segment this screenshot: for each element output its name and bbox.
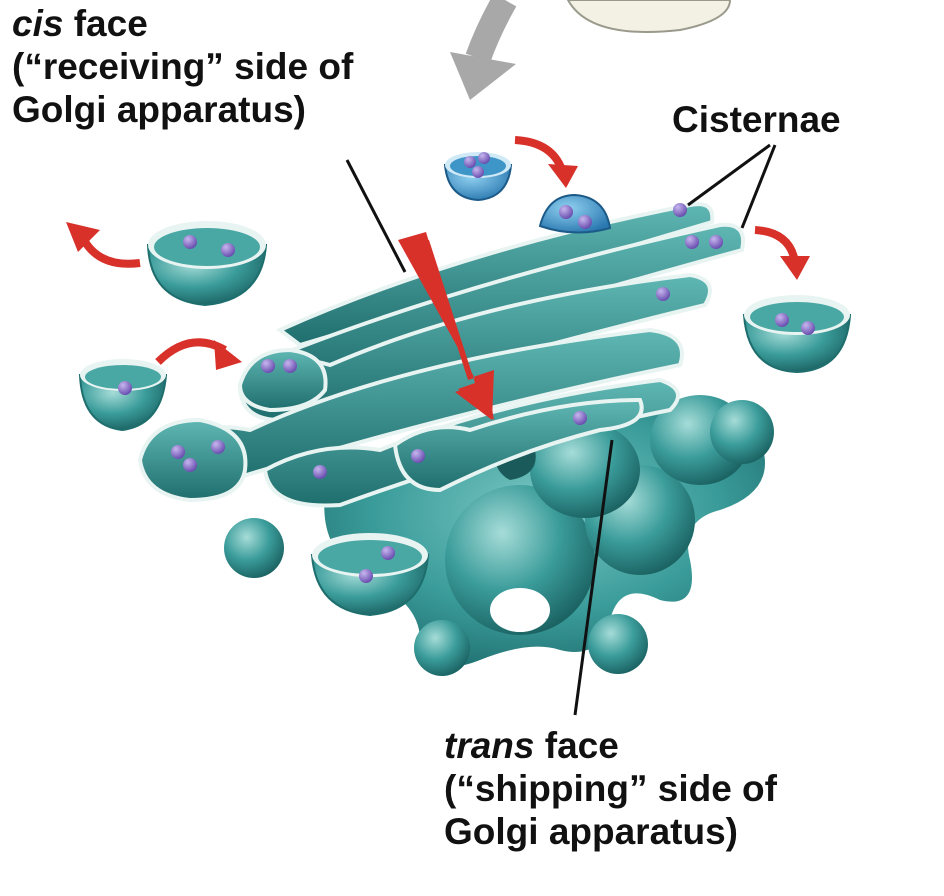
curved-red-arrow-icon [155, 338, 242, 370]
small-vesicle [414, 620, 470, 676]
cis-organelle: Golgi apparatus) [12, 89, 306, 130]
fusing-vesicle [538, 193, 612, 234]
curved-gray-arrow-icon [450, 0, 517, 100]
small-vesicle [588, 614, 648, 674]
trans-leader-line [573, 439, 614, 716]
cargo-proteins [118, 152, 815, 583]
cis-face-word: face [73, 3, 148, 44]
transport-vesicle [742, 295, 852, 374]
small-vesicle [224, 518, 284, 578]
curved-red-arrow-icon [754, 226, 810, 280]
transport-vesicle [78, 359, 168, 432]
curved-red-arrow-icon [66, 222, 141, 268]
trans-description: (“shipping” side of [444, 768, 777, 809]
er-membrane-fragment [566, 0, 732, 33]
transport-vesicle [146, 221, 268, 307]
transport-vesicle [310, 533, 430, 617]
cis-leader-line [345, 159, 407, 273]
small-vesicle [710, 400, 774, 464]
cis-description: (“receiving” side of [12, 46, 354, 87]
trans-face-word: face [544, 725, 619, 766]
trans-organelle: Golgi apparatus) [444, 811, 738, 852]
red-block-arrow-icon [398, 232, 494, 420]
cisternae-leader-line [740, 144, 777, 229]
cisternae-label: Cisternae [672, 99, 841, 140]
curved-red-arrow-icon [514, 136, 578, 188]
cisternae-leader-line [687, 143, 771, 207]
trans-term: trans [444, 725, 535, 766]
cis-term: cis [12, 3, 64, 44]
